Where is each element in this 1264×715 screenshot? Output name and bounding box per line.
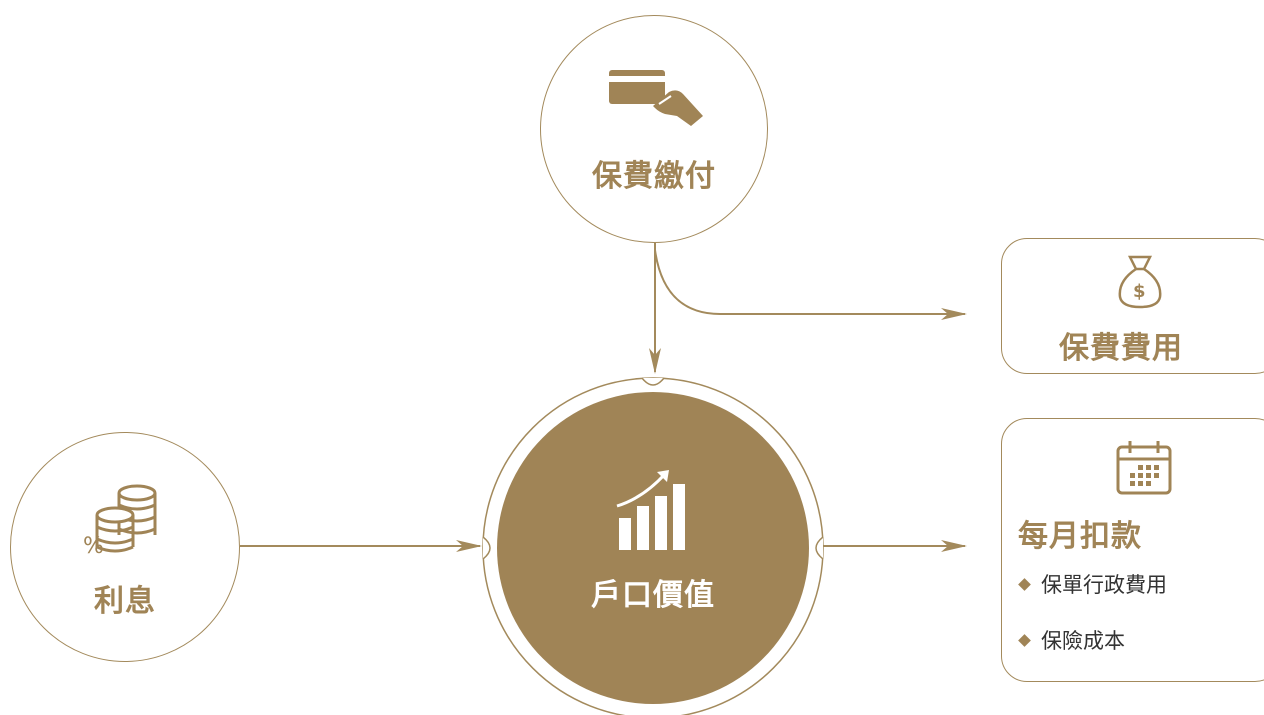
arrow-payment-to-premium-charge xyxy=(654,249,967,320)
ring-notch-left xyxy=(482,536,491,560)
account-value-label: 戶口價值 xyxy=(591,578,715,613)
interest-node: % 利息 xyxy=(10,432,240,662)
credit-card-hand-icon xyxy=(607,66,707,132)
money-bag-icon: $ xyxy=(1114,253,1166,313)
diamond-bullet-icon xyxy=(1018,577,1031,591)
premium-charge-node: $ 保費費用 xyxy=(1001,238,1264,374)
premium-charge-label: 保費費用 xyxy=(1059,331,1183,366)
coins-percent-icon: % xyxy=(81,481,165,561)
list-item: 保單行政費用 xyxy=(1018,569,1167,599)
premium-payment-label: 保費繳付 xyxy=(592,159,716,194)
svg-text:$: $ xyxy=(1133,281,1146,302)
list-item: 保險成本 xyxy=(1018,625,1125,655)
diamond-bullet-icon xyxy=(1018,633,1031,647)
ring-notch-right xyxy=(815,536,824,560)
list-item-text: 保單行政費用 xyxy=(1041,573,1167,597)
monthly-deduction-node: 每月扣款 保單行政費用 保險成本 xyxy=(1001,418,1264,682)
growth-chart-icon xyxy=(615,468,691,554)
premium-payment-node: 保費繳付 xyxy=(540,15,768,243)
list-item-text: 保險成本 xyxy=(1041,629,1125,653)
calendar-icon xyxy=(1114,439,1174,501)
svg-text:%: % xyxy=(83,534,104,557)
account-value-node: 戶口價值 xyxy=(497,392,809,704)
interest-label: 利息 xyxy=(94,584,156,619)
ring-notch-top xyxy=(641,377,665,386)
monthly-deduction-label: 每月扣款 xyxy=(1018,519,1142,554)
